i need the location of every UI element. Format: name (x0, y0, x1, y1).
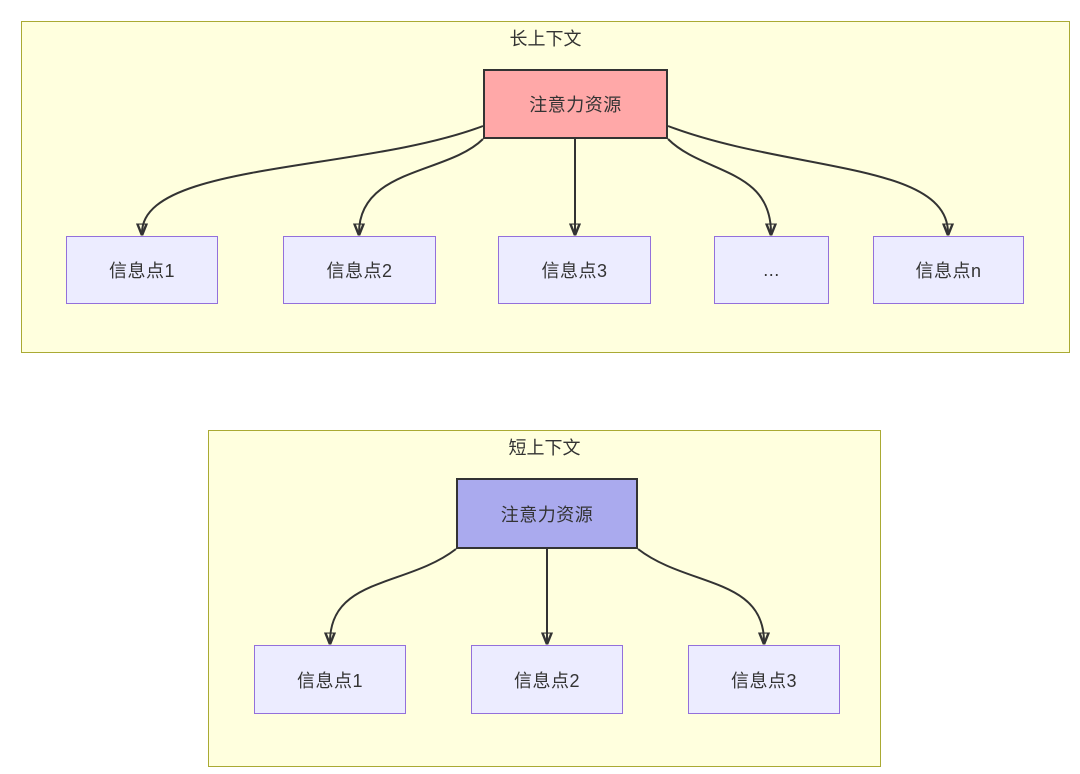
edge-attention-to-info2 (359, 138, 484, 233)
edge-attention-to-info-ellipsis (667, 138, 771, 233)
edge-attention-to-info1 (142, 125, 484, 233)
attention-node-long: 注意力资源 (483, 69, 668, 139)
info-node-ellipsis: ... (714, 236, 829, 304)
short-context-title: 短上下文 (508, 438, 581, 458)
edge-attention-to-info3 (637, 548, 764, 642)
attention-node-short: 注意力资源 (456, 478, 638, 549)
short-context-panel: 短上下文 注意力资源 信息点1 信息点2 信息点3 (208, 430, 881, 767)
info-node-n: 信息点n (873, 236, 1024, 304)
info-node-1: 信息点1 (254, 645, 406, 714)
info-node-2: 信息点2 (283, 236, 436, 304)
info-node-3: 信息点3 (498, 236, 651, 304)
long-context-title: 长上下文 (509, 29, 582, 49)
info-node-1: 信息点1 (66, 236, 218, 304)
edge-attention-to-info1 (330, 548, 457, 642)
info-node-3: 信息点3 (688, 645, 840, 714)
long-context-panel: 长上下文 注意力资源 信息点1 信息点2 信息点3 ... 信息点n (21, 21, 1070, 353)
edge-attention-to-info-n (667, 125, 948, 233)
info-node-2: 信息点2 (471, 645, 623, 714)
